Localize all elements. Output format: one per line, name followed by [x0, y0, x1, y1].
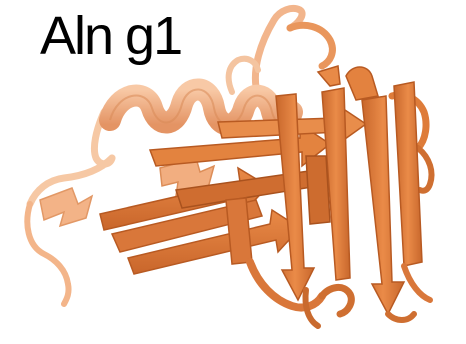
- alpha-helix: [99, 78, 303, 136]
- beta-strands-vertical: [225, 65, 423, 316]
- loop-coils-front: [246, 258, 433, 329]
- loop-coils-back: [24, 4, 435, 307]
- protein-name-label: Aln g1: [40, 6, 183, 66]
